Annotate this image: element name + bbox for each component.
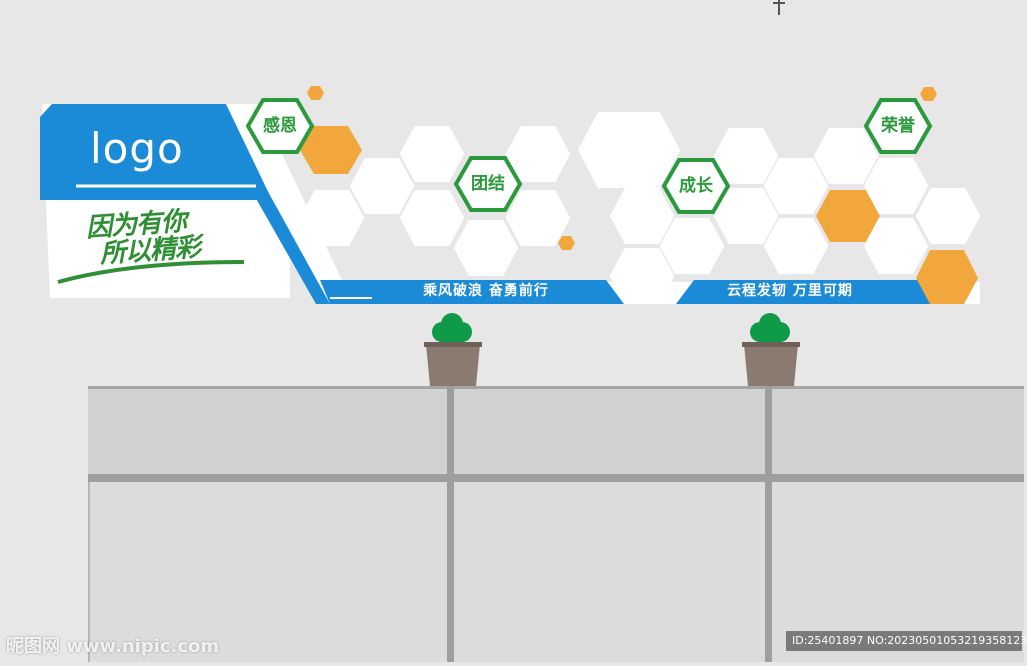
photo-hex <box>713 188 779 244</box>
slogan-right: 云程发轫 万里可期 <box>727 283 853 299</box>
badge-label-unity: 团结 <box>471 174 505 194</box>
photo-hex <box>813 128 879 184</box>
slogan-bar-right <box>676 280 930 304</box>
photo-hex <box>863 218 929 274</box>
deco-hex-orange <box>300 126 362 174</box>
photo-hex-grid <box>299 122 981 304</box>
photo-hex <box>299 190 365 246</box>
deco-hex-orange-small <box>307 86 324 100</box>
photo-hex <box>399 190 465 246</box>
deco-hex-orange-small <box>920 87 937 101</box>
deco-hex-orange <box>916 250 978 304</box>
photo-hex <box>763 158 829 214</box>
photo-hex <box>863 158 929 214</box>
potted-plant-left <box>424 313 482 386</box>
photo-hex <box>915 188 981 244</box>
photo-hex <box>609 188 675 244</box>
logo-text: logo <box>90 124 184 173</box>
badge-honor <box>863 98 933 154</box>
photo-hex <box>659 218 725 274</box>
photo-hex <box>505 190 571 246</box>
badge-label-gratitude: 感恩 <box>263 116 297 136</box>
slogan-left: 乘风破浪 奋勇前行 <box>423 283 549 299</box>
photo-hex <box>713 128 779 184</box>
calligraphy-line-2: 所以精彩 <box>99 232 201 270</box>
watermark-id: ID:25401897 NO:20230501053219358123 <box>786 631 1027 651</box>
badge-growth <box>661 158 731 214</box>
badge-label-honor: 荣誉 <box>881 116 915 136</box>
photo-hex <box>763 218 829 274</box>
photo-hex <box>453 220 519 276</box>
badge-gratitude <box>245 98 315 154</box>
logo-banner <box>40 104 272 200</box>
deco-hex-orange <box>816 190 880 242</box>
badge-unity <box>453 156 523 212</box>
slogan-bar-left <box>320 280 624 304</box>
reception-desk <box>88 386 1024 662</box>
deco-hex-white <box>578 112 680 188</box>
badge-label-growth: 成长 <box>679 176 713 196</box>
potted-plant-right <box>742 313 800 386</box>
watermark-site: 昵图网 www.nipic.com <box>6 636 220 657</box>
deco-hex-orange-small <box>558 236 575 250</box>
photo-hex <box>349 158 415 214</box>
photo-hex <box>399 126 465 182</box>
photo-hex <box>505 126 571 182</box>
photo-hex <box>609 248 675 304</box>
board-white-panel <box>42 104 980 304</box>
